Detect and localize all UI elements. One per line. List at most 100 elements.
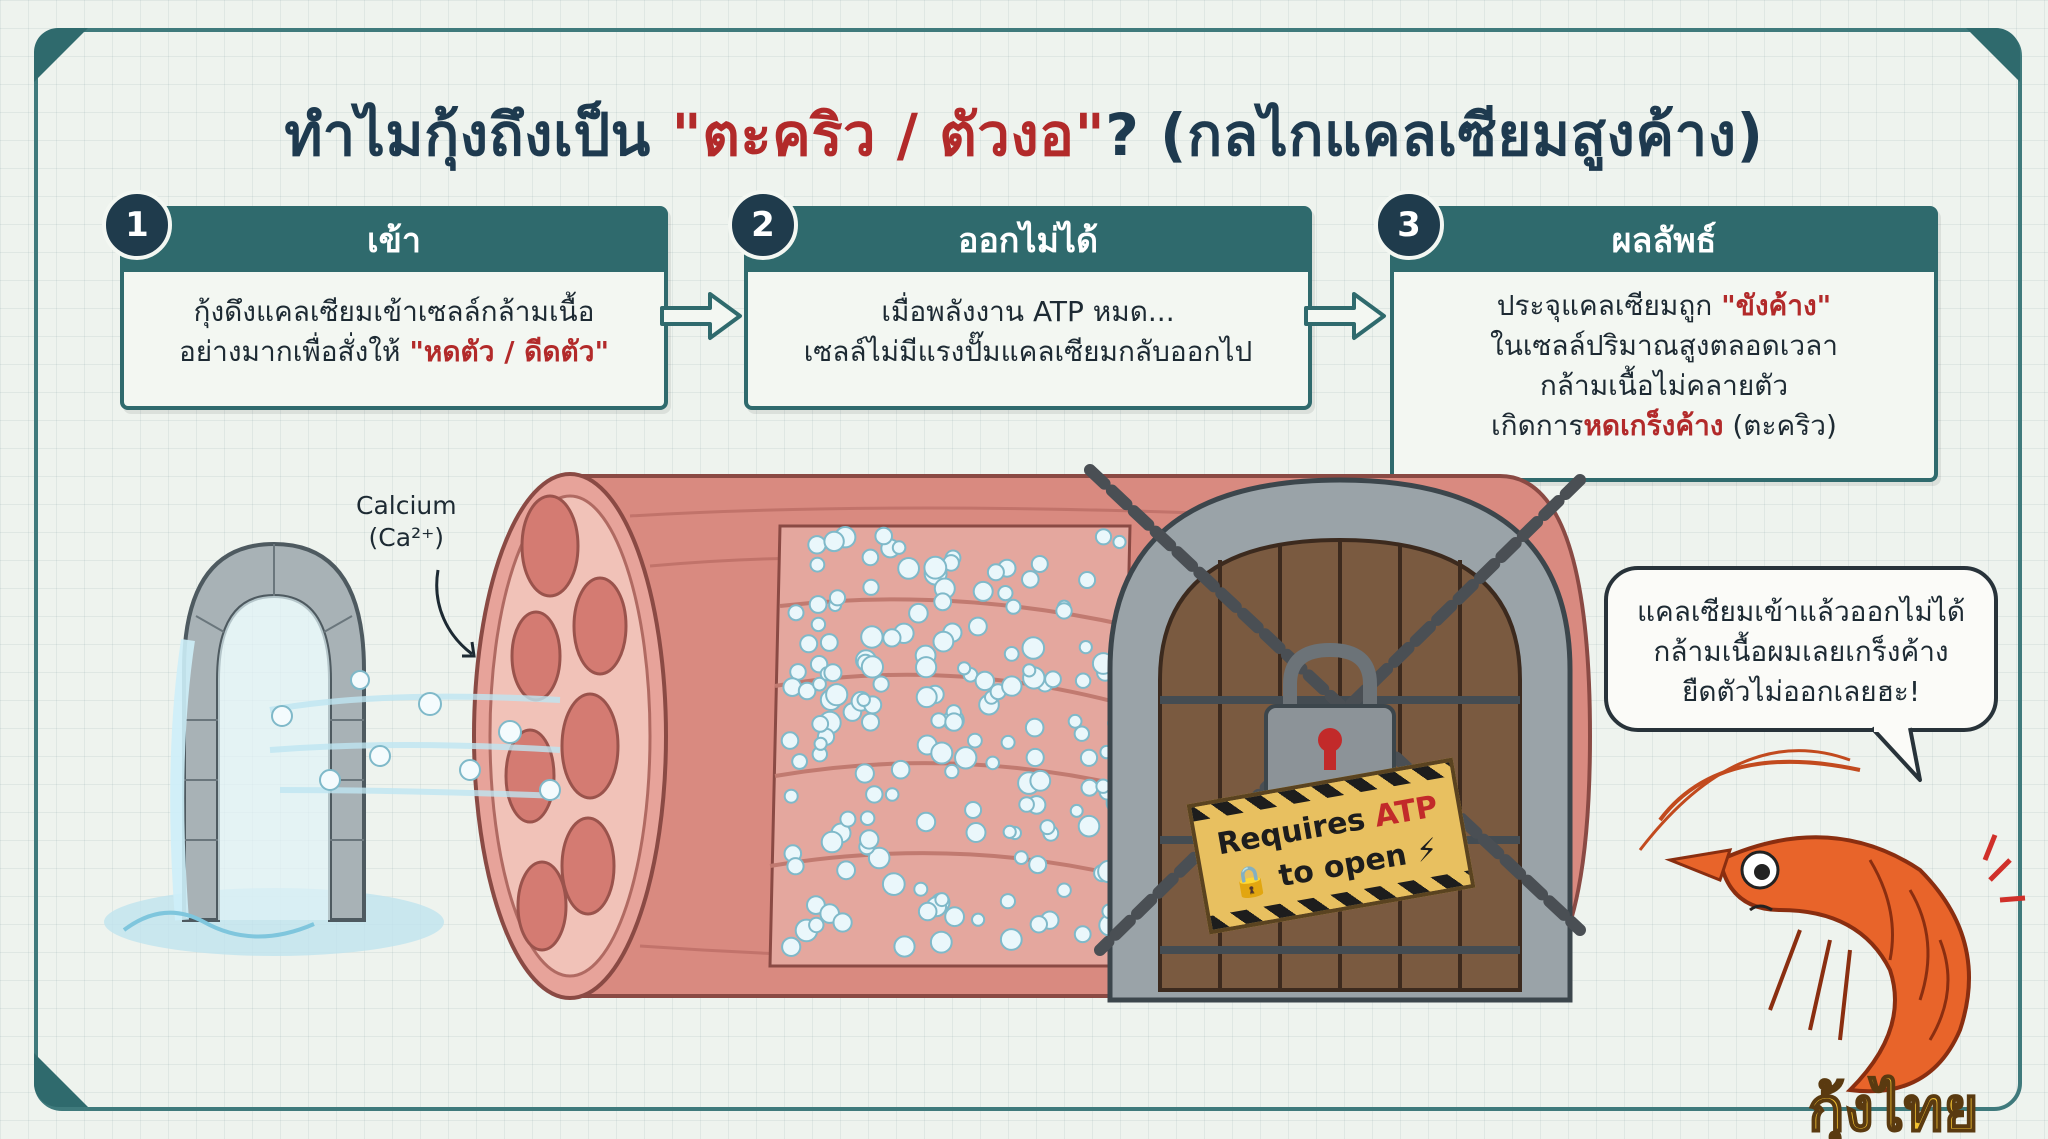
calcium-particle bbox=[891, 540, 907, 555]
calcium-particle bbox=[1056, 882, 1072, 898]
calcium-particle bbox=[923, 555, 948, 580]
calcium-particle bbox=[915, 811, 937, 833]
calcium-particle bbox=[884, 787, 900, 802]
calcium-particle bbox=[1073, 925, 1092, 944]
calcium-particle bbox=[967, 732, 983, 749]
calcium-particle bbox=[897, 557, 921, 580]
calcium-label: Calcium (Ca²⁺) bbox=[356, 491, 457, 552]
calcium-particle bbox=[986, 563, 1005, 582]
step-1-heading: เข้า bbox=[124, 210, 664, 272]
calcium-particle bbox=[1094, 528, 1113, 546]
calcium-particle bbox=[808, 916, 825, 934]
calcium-particle bbox=[1067, 713, 1083, 729]
calcium-particle bbox=[807, 535, 827, 555]
calcium-particle bbox=[861, 712, 880, 732]
calcium-particle bbox=[1030, 555, 1049, 573]
calcium-particle bbox=[1024, 717, 1045, 738]
calcium-particle bbox=[881, 872, 906, 897]
step-2-heading: ออกไม่ได้ bbox=[748, 210, 1308, 272]
calcium-particle bbox=[825, 683, 849, 707]
calcium-particle bbox=[823, 663, 843, 683]
calcium-particle bbox=[860, 625, 884, 649]
calcium-particle bbox=[787, 604, 805, 622]
decorative-frame bbox=[34, 28, 2022, 1111]
calcium-particle bbox=[964, 801, 983, 819]
calcium-particle bbox=[1044, 670, 1062, 689]
step-2-body: เมื่อพลังงาน ATP หมด... เซลล์ไม่มีแรงปั๊… bbox=[803, 295, 1253, 368]
calcium-particle bbox=[832, 912, 853, 933]
calcium-particle bbox=[1078, 640, 1093, 655]
calcium-particle bbox=[890, 759, 911, 780]
calcium-particle bbox=[865, 785, 884, 804]
calcium-particle bbox=[812, 676, 827, 692]
calcium-particle bbox=[882, 628, 902, 648]
calcium-particle bbox=[1028, 855, 1048, 875]
curved-arrow-icon bbox=[435, 569, 476, 658]
calcium-particle bbox=[1055, 602, 1073, 620]
calcium-particle bbox=[797, 681, 817, 701]
calcium-particle bbox=[781, 936, 802, 957]
calcium-particle bbox=[1021, 570, 1040, 589]
step-2-number-badge: 2 bbox=[728, 190, 798, 260]
calcium-particle bbox=[915, 656, 938, 679]
calcium-particle bbox=[1025, 747, 1045, 768]
calcium-particle bbox=[809, 556, 826, 573]
calcium-particle bbox=[893, 935, 916, 958]
calcium-particle bbox=[934, 892, 950, 908]
lock-icon: 🔒 bbox=[1229, 861, 1272, 903]
calcium-particle bbox=[944, 906, 966, 928]
calcium-particle bbox=[780, 731, 800, 750]
calcium-particle bbox=[823, 530, 845, 553]
calcium-particle bbox=[915, 686, 938, 709]
calcium-particle bbox=[820, 830, 844, 854]
calcium-particle bbox=[874, 526, 894, 546]
calcium-particle bbox=[974, 670, 995, 692]
calcium-particle bbox=[783, 788, 799, 804]
calcium-particle bbox=[1018, 796, 1035, 813]
calcium-particle bbox=[813, 736, 828, 751]
step-2-card: ออกไม่ได้ เมื่อพลังงาน ATP หมด... เซลล์ไ… bbox=[744, 206, 1312, 410]
calcium-particle bbox=[828, 589, 847, 607]
calcium-particle bbox=[1021, 636, 1046, 660]
step-3-number-badge: 3 bbox=[1374, 190, 1444, 260]
calcium-particle bbox=[808, 595, 828, 614]
calcium-particle bbox=[999, 893, 1017, 910]
calcium-particle bbox=[917, 901, 938, 922]
calcium-particle bbox=[839, 810, 857, 828]
calcium-particle bbox=[954, 746, 978, 770]
arrow-right-icon bbox=[660, 292, 742, 340]
calcium-particle bbox=[1013, 850, 1029, 866]
arrow-right-icon bbox=[1304, 292, 1386, 340]
step-1-card: เข้า กุ้งดึงแคลเซียมเข้าเซลล์กล้ามเนื้อ … bbox=[120, 206, 668, 410]
calcium-particle bbox=[1000, 734, 1016, 750]
calcium-particle bbox=[786, 857, 805, 876]
calcium-particle bbox=[932, 630, 955, 653]
calcium-particle bbox=[859, 829, 880, 850]
calcium-particle bbox=[999, 928, 1023, 951]
stone-arch-gate-icon bbox=[104, 541, 444, 956]
calcium-particle bbox=[1112, 534, 1127, 550]
calcium-particle bbox=[810, 616, 827, 633]
calcium-particle bbox=[791, 753, 809, 770]
calcium-particle bbox=[860, 655, 884, 679]
speech-bubble: แคลเซียมเข้าแล้วออกไม่ได้ กล้ามเนื้อผมเล… bbox=[1604, 566, 1998, 732]
step-3-card: ผลลัพธ์ ประจุแคลเซียมถูก "ขังค้าง" ในเซล… bbox=[1390, 206, 1938, 482]
calcium-particle bbox=[836, 860, 857, 881]
calcium-particle bbox=[965, 822, 987, 843]
shrimp-mascot-icon bbox=[1638, 749, 2026, 1094]
calcium-particle bbox=[1069, 803, 1084, 818]
calcium-particle bbox=[972, 580, 994, 602]
calcium-particle bbox=[819, 633, 839, 652]
title-highlight: "ตะคริว / ตัวงอ" bbox=[671, 101, 1106, 169]
calcium-particle bbox=[1001, 675, 1023, 697]
calcium-particle bbox=[1073, 725, 1090, 742]
calcium-particle bbox=[799, 634, 819, 654]
calcium-particle bbox=[1005, 598, 1022, 615]
calcium-particle bbox=[929, 930, 953, 954]
calcium-particle bbox=[861, 548, 880, 567]
calcium-particle bbox=[1077, 814, 1101, 838]
calcium-particle bbox=[856, 692, 871, 708]
calcium-particle bbox=[930, 741, 954, 765]
calcium-particle bbox=[862, 578, 880, 596]
